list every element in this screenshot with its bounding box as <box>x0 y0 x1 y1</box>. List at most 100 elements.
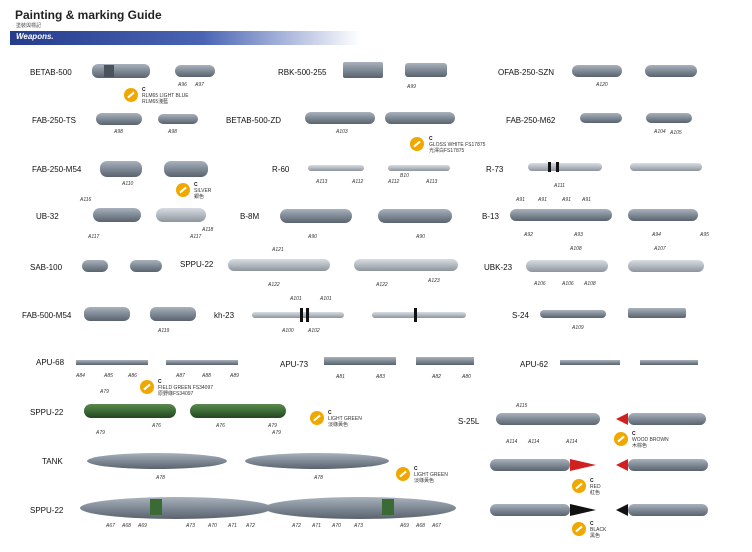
part-code: A105 <box>670 130 682 136</box>
row5-weapons <box>82 259 704 272</box>
paint-brush-icon <box>140 380 154 394</box>
paint-code-tag: C <box>632 431 636 437</box>
part-code: A94 <box>652 232 661 238</box>
weapon-name: APU-68 <box>36 358 65 367</box>
weapon-name: APU-73 <box>280 360 309 369</box>
weapon-name: BETAB-500-ZD <box>226 116 281 125</box>
part-code: A92 <box>524 232 533 238</box>
paint-code-tag: C <box>590 478 594 484</box>
part-code: A114 <box>566 439 578 445</box>
part-code: A91 <box>538 197 547 203</box>
weapon-name: SPPU-22 <box>180 260 214 269</box>
weapon-name: FAB-250-M54 <box>32 165 82 174</box>
part-code: A97 <box>195 82 204 88</box>
paint-label: WOOD BROWN <box>632 437 669 443</box>
paint-label: RLM65 LIGHT BLUE <box>142 93 189 99</box>
paint-code-tag: C <box>194 182 198 188</box>
part-code: A69 <box>400 523 409 529</box>
paint-label-cn: 光澤白FS17875 <box>429 148 465 154</box>
part-code: A79 <box>96 430 105 436</box>
paint-code-tag: C <box>158 379 162 385</box>
paint-code-tag: C <box>590 521 594 527</box>
paint-brush-icon <box>572 522 586 536</box>
part-code: A82 <box>432 374 441 380</box>
row3-weapons <box>100 161 702 177</box>
paint-brush-icon <box>176 183 190 197</box>
part-code: A78 <box>314 475 323 481</box>
part-code: A71 <box>312 523 321 529</box>
part-code: A69 <box>138 523 147 529</box>
part-code: A70 <box>208 523 217 529</box>
paint-code-tag: C <box>142 87 146 93</box>
part-code: A91 <box>582 197 591 203</box>
part-code: A79 <box>272 430 281 436</box>
part-code: A104 <box>654 129 666 135</box>
weapon-name: R-73 <box>486 165 504 174</box>
paint-brush-icon <box>124 88 138 102</box>
part-code: A108 <box>584 281 596 287</box>
weapon-name: UB-32 <box>36 212 59 221</box>
weapon-name: B-13 <box>482 212 499 221</box>
part-code: A107 <box>654 246 666 252</box>
part-code: A78 <box>156 475 165 481</box>
part-code: A71 <box>228 523 237 529</box>
paint-brush-icon <box>410 137 424 151</box>
weapon-name: OFAB-250-SZN <box>498 68 555 77</box>
part-code: A67 <box>432 523 441 529</box>
part-code: A70 <box>332 523 341 529</box>
weapon-name: R-60 <box>272 165 290 174</box>
paint-brush-icon <box>396 467 410 481</box>
weapon-name: S-24 <box>512 311 529 320</box>
row9-tanks <box>87 453 708 471</box>
part-code: A115 <box>516 403 528 409</box>
part-code: A91 <box>562 197 571 203</box>
paint-label: GLOSS WHITE FS17875 <box>429 142 486 148</box>
part-code: A91 <box>516 197 525 203</box>
part-code: A80 <box>462 374 471 380</box>
part-code: A114 <box>506 439 518 445</box>
part-code: A96 <box>178 82 187 88</box>
part-code: A116 <box>80 197 92 203</box>
part-code: A102 <box>308 328 320 334</box>
part-code: A123 <box>428 278 440 284</box>
weapon-name: TANK <box>42 457 63 466</box>
part-code: A111 <box>554 183 565 189</box>
part-code: A117 <box>190 234 202 240</box>
part-code: A73 <box>186 523 195 529</box>
part-code: A67 <box>106 523 115 529</box>
paint-label: BLACK <box>590 527 607 533</box>
part-code: A122 <box>268 282 280 288</box>
part-code: A110 <box>122 181 134 187</box>
section-banner: Weapons. <box>10 31 360 45</box>
paint-label: FIELD GREEN FS34097 <box>158 385 214 391</box>
weapon-name: B-8M <box>240 212 260 221</box>
part-code: A117 <box>88 234 100 240</box>
part-code: A89 <box>230 373 239 379</box>
row2-bombs <box>96 112 692 125</box>
weapon-name: SPPU-22 <box>30 506 64 515</box>
part-code: A112 <box>388 179 400 185</box>
part-code: A93 <box>574 232 583 238</box>
part-code: A113 <box>316 179 328 185</box>
part-code: A112 <box>352 179 364 185</box>
part-code: A87 <box>176 373 185 379</box>
part-code: B10 <box>400 173 409 179</box>
paint-label-cn: 木棕色 <box>632 443 648 449</box>
weapon-name: UBK-23 <box>484 263 513 272</box>
weapon-name: SAB-100 <box>30 263 63 272</box>
part-code: A113 <box>426 179 438 185</box>
paint-brush-icon <box>572 479 586 493</box>
row1-bombs <box>92 62 697 78</box>
part-code: A120 <box>596 82 608 88</box>
paint-label-cn: 原野綠FS34097 <box>158 391 194 397</box>
part-code: A72 <box>246 523 255 529</box>
paint-brush-icon <box>614 432 628 446</box>
part-code: A88 <box>202 373 211 379</box>
part-code: A72 <box>292 523 301 529</box>
part-code: A90 <box>308 234 317 240</box>
part-code: A84 <box>76 373 85 379</box>
part-code: A101 <box>290 296 302 302</box>
paint-label: SILVER <box>194 188 212 194</box>
weapon-name: FAB-250-TS <box>32 116 77 125</box>
